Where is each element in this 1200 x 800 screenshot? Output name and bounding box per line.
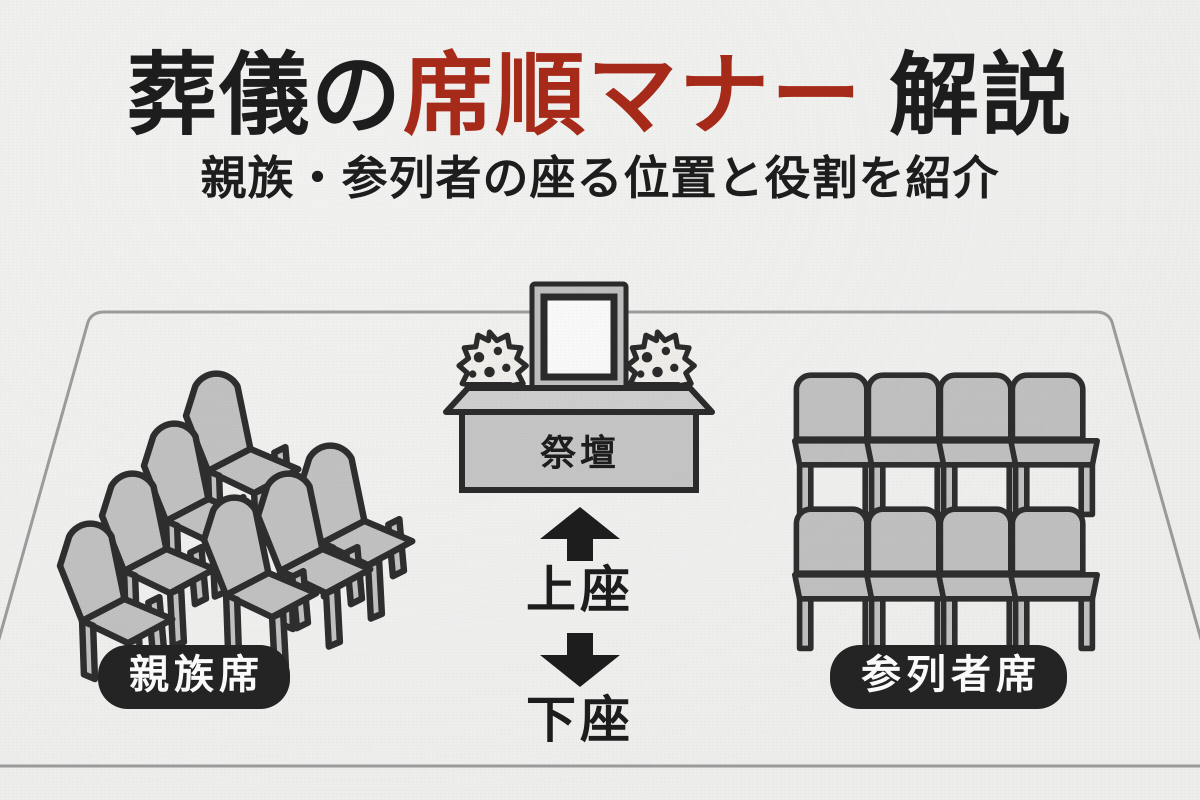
attendee-row-2 (795, 509, 1097, 648)
page-subtitle: 親族・参列者の座る位置と役割を紹介 (200, 153, 1000, 204)
header: 葬儀の席順マナー解説 親族・参列者の座る位置と役割を紹介 (0, 0, 1200, 202)
page-title: 葬儀の席順マナー解説 (0, 0, 1200, 142)
chair-attendee-4[interactable] (1011, 375, 1097, 514)
zone-attendee-chairs (795, 375, 1097, 648)
title-part2: 解説 (889, 47, 1073, 146)
arrow-down-icon (505, 631, 655, 687)
altar (443, 281, 715, 493)
upper-seat-label: 上座 (526, 562, 634, 618)
title-part1: 葬儀の (127, 47, 403, 146)
arrow-up-icon (505, 505, 655, 561)
altar-table-top (443, 385, 715, 415)
altar-body (459, 409, 699, 493)
lower-seat-label: 下座 (526, 692, 634, 748)
badge-attendee-seats: 参列者席 (830, 645, 1067, 709)
chair-attendee-8[interactable] (1011, 509, 1097, 648)
memorial-photo-frame (529, 281, 629, 393)
title-accent: 席順マナー (403, 47, 863, 146)
badge-family-seats: 親族席 (98, 645, 290, 709)
seat-order-axis: 上座 下座 (505, 505, 655, 745)
attendee-row-1 (795, 375, 1097, 514)
